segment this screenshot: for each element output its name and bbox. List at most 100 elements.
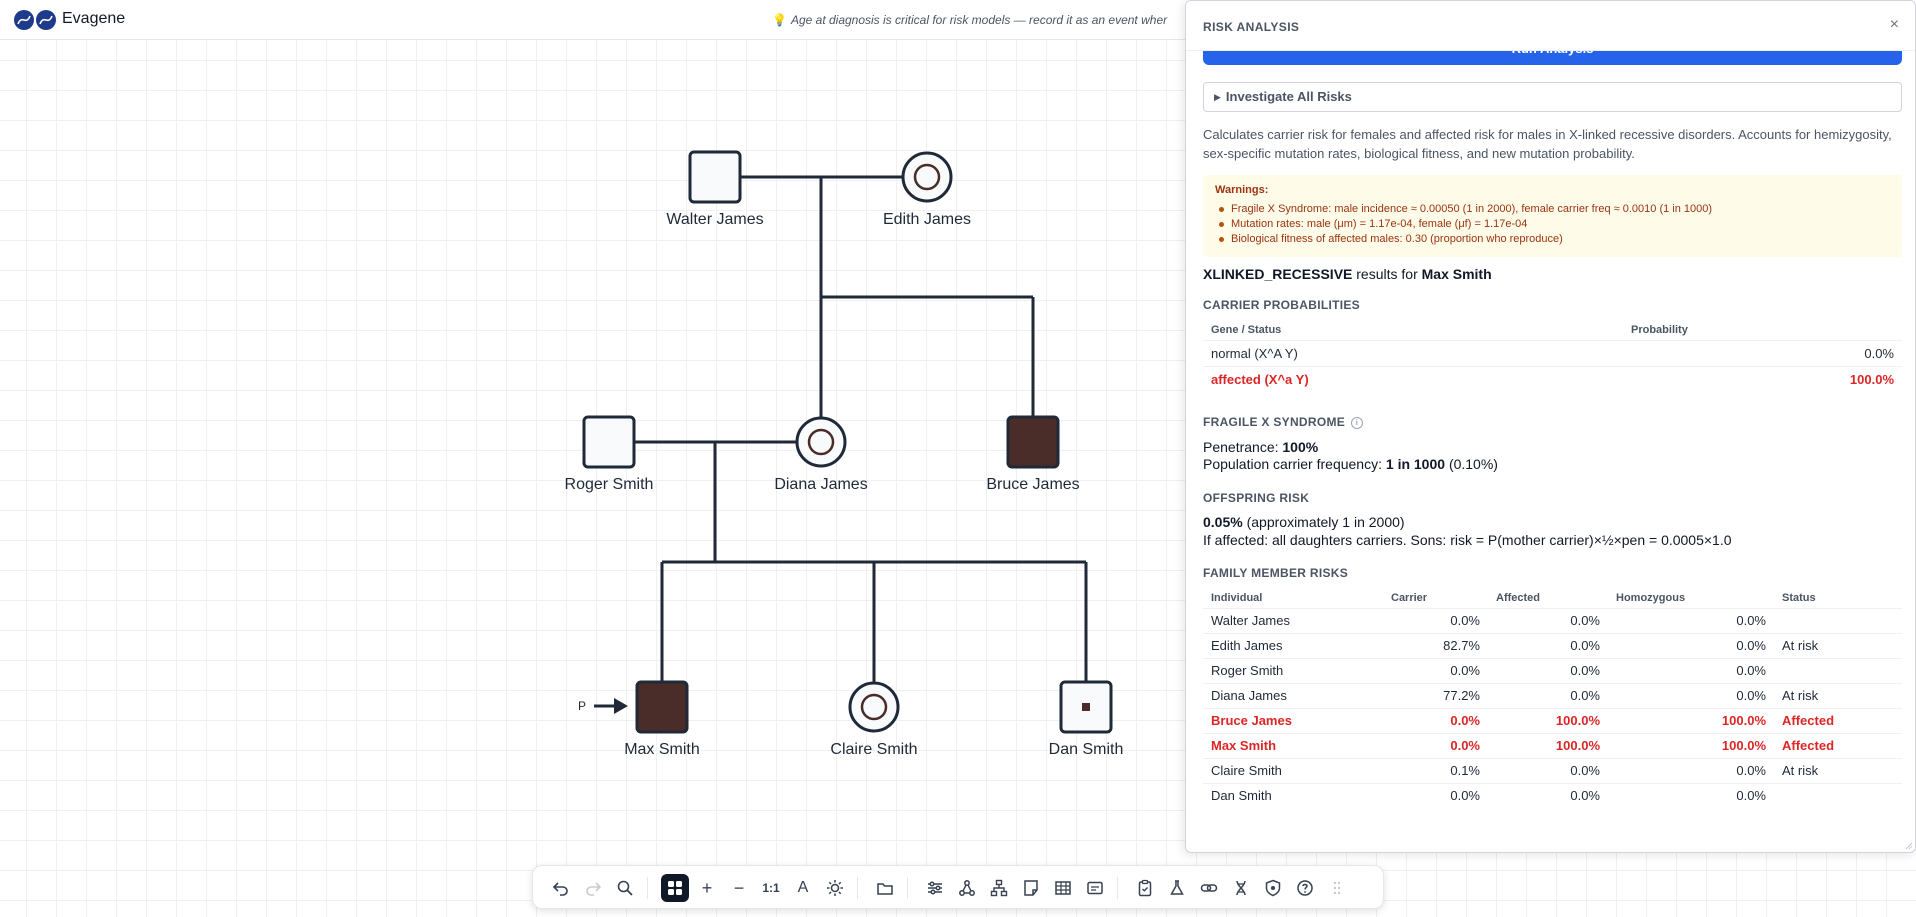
homozygous-cell: 0.0% <box>1608 682 1774 708</box>
name-label-edith: Edith James <box>883 211 971 228</box>
carrier-cell: 0.0% <box>1383 782 1488 808</box>
clipboard-button[interactable] <box>1131 874 1159 902</box>
male-symbol-roger[interactable] <box>582 415 636 469</box>
shield-icon <box>1265 879 1281 897</box>
grid-view-button[interactable] <box>661 874 689 902</box>
pop-freq-extra: (0.10%) <box>1448 456 1498 472</box>
carrier-cell: 77.2% <box>1383 682 1488 708</box>
carrier-table: Gene / Status Probability normal (X^A Y)… <box>1203 320 1902 392</box>
pop-freq-value: 1 in 1000 <box>1385 456 1446 472</box>
triangle-right-icon: ▶ <box>1214 92 1221 102</box>
affected-cell: 100.0% <box>1488 707 1608 733</box>
carrier-cell: 0.0% <box>1383 657 1488 683</box>
carrier-mark-diana <box>807 428 835 456</box>
hierarchy-button[interactable] <box>985 874 1013 902</box>
female-symbol-edith[interactable] <box>901 151 953 203</box>
name-label-dan: Dan Smith <box>1049 741 1124 758</box>
table-row: Roger Smith 0.0% 0.0% 0.0% <box>1203 657 1902 683</box>
panel-header: RISK ANALYSIS × <box>1186 1 1915 51</box>
table-row: Claire Smith 0.1% 0.0% 0.0% At risk <box>1203 757 1902 783</box>
offspring-approx: (approximately 1 in 2000) <box>1246 514 1405 530</box>
offspring-value: 0.05% <box>1203 514 1243 530</box>
undo-icon <box>552 882 568 896</box>
homozygous-cell: 0.0% <box>1608 632 1774 658</box>
shield-button[interactable] <box>1259 874 1287 902</box>
bottom-toolbar: + − 1:1 A <box>532 865 1384 909</box>
table-button[interactable] <box>1049 874 1077 902</box>
table-header: Homozygous <box>1616 591 1686 604</box>
settings-sliders-button[interactable] <box>921 874 949 902</box>
penetrance-label: Penetrance: <box>1203 439 1279 455</box>
undo-button[interactable] <box>547 874 575 902</box>
card-icon <box>1087 881 1103 895</box>
result-heading: XLINKED_RECESSIVE results for Max Smith <box>1203 266 1492 282</box>
table-row: Diana James 77.2% 0.0% 0.0% At risk <box>1203 682 1902 708</box>
tip-text: Age at diagnosis is critical for risk mo… <box>790 13 1168 27</box>
search-button[interactable] <box>611 874 639 902</box>
name-label-max: Max Smith <box>624 741 700 758</box>
lab-button[interactable] <box>1163 874 1191 902</box>
carrier-cell: 0.0% <box>1383 732 1488 758</box>
toolbar-divider <box>647 877 648 899</box>
zoom-in-button[interactable]: + <box>701 877 713 898</box>
probability-cell: 100.0% <box>1623 365 1902 392</box>
affected-cell: 0.0% <box>1488 782 1608 808</box>
family-risk-table: Individual Carrier Affected Homozygous S… <box>1203 588 1902 808</box>
name-label-roger: Roger Smith <box>565 476 654 493</box>
zoom-out-button[interactable]: − <box>733 877 745 898</box>
drag-handle[interactable] <box>1323 874 1351 902</box>
clipboard-icon <box>1138 879 1152 897</box>
help-button[interactable] <box>1291 874 1319 902</box>
dna-button[interactable] <box>1227 874 1255 902</box>
note-icon <box>1024 880 1038 896</box>
male-affected-symbol-bruce[interactable] <box>1006 415 1060 469</box>
female-symbol-claire[interactable] <box>848 681 900 733</box>
hierarchy-icon <box>990 879 1008 897</box>
logo-icon <box>14 10 56 30</box>
affected-cell: 0.0% <box>1488 682 1608 708</box>
warnings-title: Warnings: <box>1215 184 1269 196</box>
grid-icon <box>668 881 682 895</box>
name-label-walter: Walter James <box>666 211 763 228</box>
table-row: Bruce James 0.0% 100.0% 100.0% Affected <box>1203 707 1902 733</box>
table-row: Max Smith 0.0% 100.0% 100.0% Affected <box>1203 732 1902 758</box>
close-icon[interactable]: × <box>1889 16 1899 33</box>
offspring-risk: 0.05% (approximately 1 in 2000) <box>1203 514 1405 530</box>
text-tool-button[interactable]: A <box>797 879 809 896</box>
risk-analysis-panel: Run Analysis RISK ANALYSIS × ▶Investigat… <box>1185 0 1916 853</box>
card-button[interactable] <box>1081 874 1109 902</box>
link-icon <box>1200 884 1218 892</box>
male-affected-symbol-max[interactable] <box>635 680 689 734</box>
status-cell <box>1774 782 1902 808</box>
info-icon[interactable]: i <box>1351 417 1364 429</box>
female-symbol-diana[interactable] <box>795 416 847 468</box>
link-button[interactable] <box>1195 874 1223 902</box>
result-individual: Max Smith <box>1421 266 1492 282</box>
note-button[interactable] <box>1017 874 1045 902</box>
individual-cell: Max Smith <box>1203 732 1383 758</box>
theme-button[interactable] <box>821 874 849 902</box>
affected-cell: 0.0% <box>1488 607 1608 633</box>
carrier-mark-edith <box>913 163 941 191</box>
help-icon <box>1297 880 1313 896</box>
carrier-cell: 82.7% <box>1383 632 1488 658</box>
table-icon <box>1055 881 1071 895</box>
investigate-all-risks-toggle[interactable]: ▶ Investigate All Risks <box>1203 82 1902 112</box>
open-file-button[interactable] <box>871 874 899 902</box>
redo-button[interactable] <box>579 874 607 902</box>
zoom-reset-button[interactable]: 1:1 <box>762 881 780 895</box>
resize-handle-icon[interactable] <box>1903 840 1913 850</box>
carrier-cell: 0.0% <box>1383 607 1488 633</box>
probability-cell: 0.0% <box>1623 339 1902 366</box>
dot-marker-dan <box>1082 703 1090 711</box>
proband-arrow-icon <box>594 698 628 714</box>
toolbar-divider <box>907 877 908 899</box>
network-button[interactable] <box>953 874 981 902</box>
name-label-claire: Claire Smith <box>830 741 917 758</box>
investigate-label: Investigate All Risks <box>1225 89 1352 104</box>
flask-icon <box>1170 880 1184 895</box>
male-symbol-walter[interactable] <box>688 150 742 204</box>
status-cell: affected (X^a Y) <box>1203 365 1623 392</box>
